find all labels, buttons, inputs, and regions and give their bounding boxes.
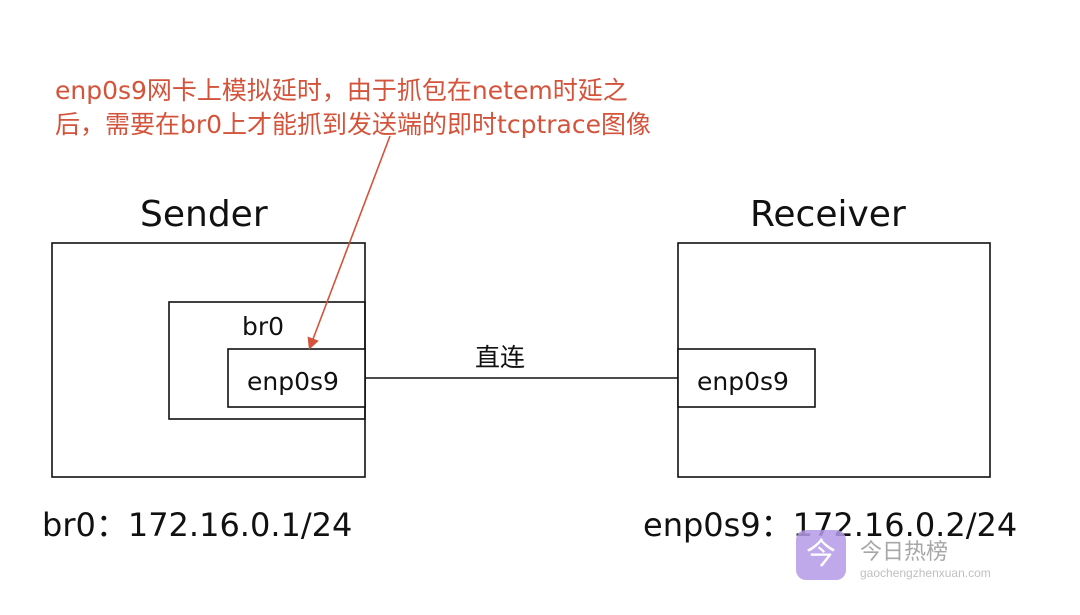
annotation-arrow xyxy=(307,135,391,350)
watermark-logo: 今 xyxy=(796,530,846,580)
annotation-note: enp0s9网卡上模拟延时，由于抓包在netem时延之 后，需要在br0上才能抓… xyxy=(55,74,651,142)
direct-link-label: 直连 xyxy=(475,343,526,372)
bridge-label: br0 xyxy=(242,312,285,341)
annotation-line-2: 后，需要在br0上才能抓到发送端的即时tcptrace图像 xyxy=(55,110,651,139)
receiver-iface-label: enp0s9 xyxy=(697,367,789,396)
sender-iface-box xyxy=(227,348,366,408)
annotation-line-1: enp0s9网卡上模拟延时，由于抓包在netem时延之 xyxy=(55,76,628,105)
watermark-name: 今日热榜 xyxy=(860,540,949,565)
sender-iface-label: enp0s9 xyxy=(247,367,339,396)
watermark-url: gaochengzhenxuan.com xyxy=(860,566,991,580)
receiver-iface-box xyxy=(677,348,816,408)
sender-address: br0：172.16.0.1/24 xyxy=(42,506,353,544)
receiver-title: Receiver xyxy=(750,194,906,235)
sender-title: Sender xyxy=(140,194,268,235)
